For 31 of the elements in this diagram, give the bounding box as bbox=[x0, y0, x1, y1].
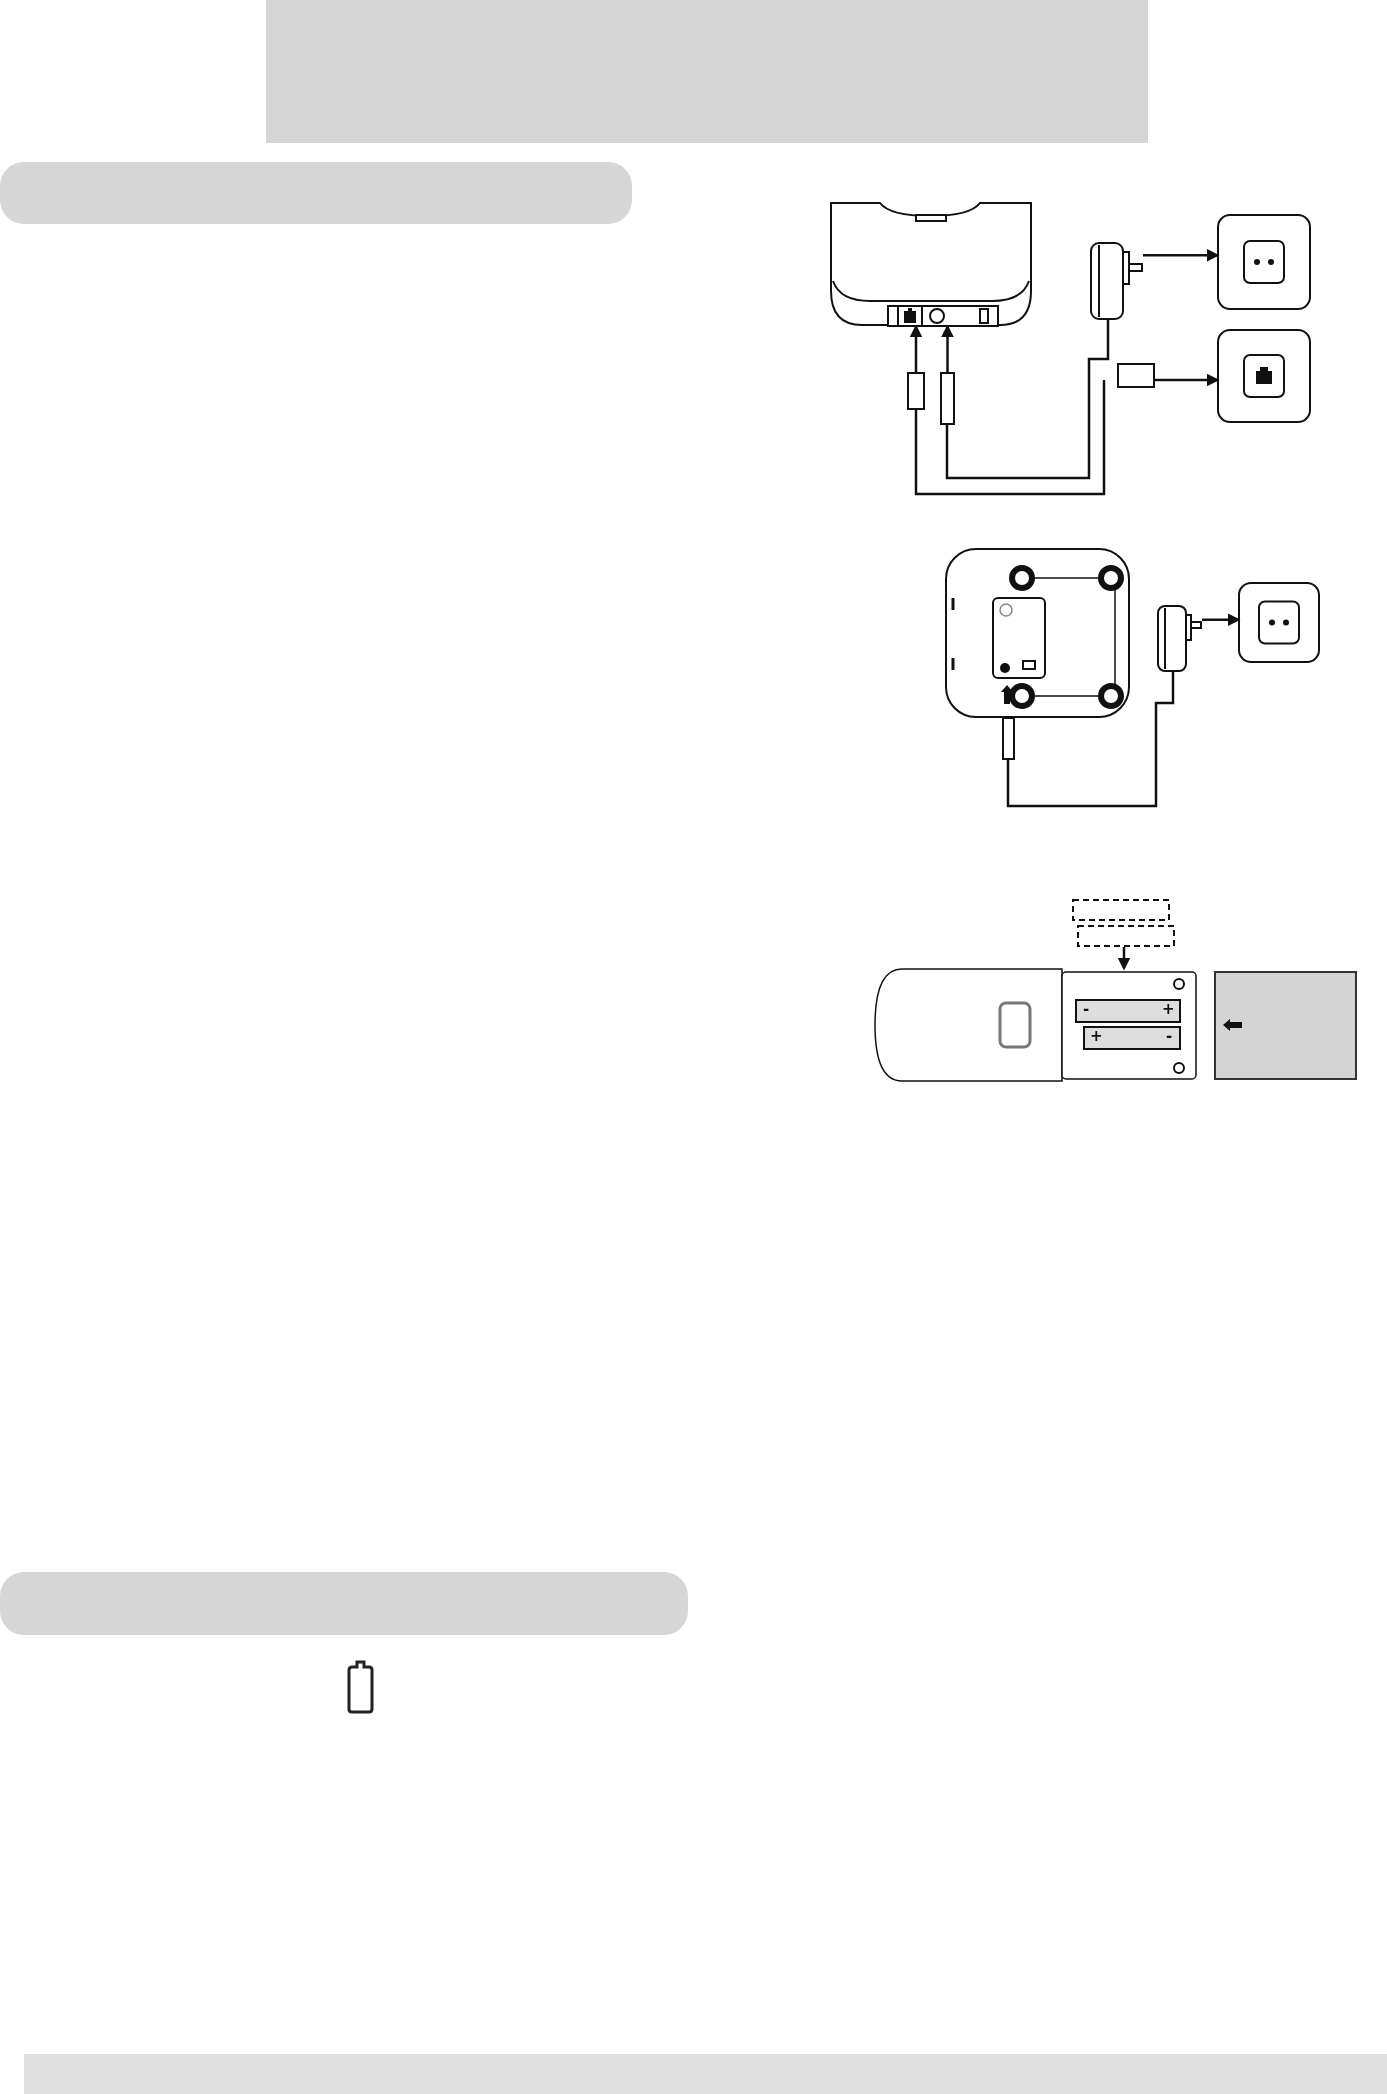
phone-socket-drawing bbox=[1217, 329, 1311, 423]
polarity-sign: - bbox=[1083, 1002, 1090, 1017]
arrow bbox=[909, 324, 923, 372]
polarity-sign: + bbox=[1162, 1002, 1175, 1017]
arrow bbox=[1117, 947, 1131, 971]
power-adapter-drawing bbox=[1090, 242, 1143, 320]
charger-base-drawing bbox=[945, 548, 1130, 718]
base-station-drawing bbox=[830, 201, 1032, 327]
battery-cover-drawing bbox=[1214, 971, 1357, 1080]
section-header-bar bbox=[0, 162, 632, 224]
battery-drawing bbox=[1072, 899, 1176, 947]
title-bar bbox=[266, 0, 1148, 143]
footer-bar bbox=[24, 2054, 1387, 2094]
cable-line bbox=[1006, 672, 1175, 808]
power-plug bbox=[940, 372, 955, 425]
arrow bbox=[1155, 373, 1220, 387]
power-plug bbox=[1002, 717, 1015, 760]
polarity-sign: - bbox=[1166, 1029, 1173, 1044]
section-header-bar bbox=[0, 1572, 688, 1635]
phone-plug bbox=[907, 372, 925, 410]
polarity-sign: + bbox=[1090, 1029, 1103, 1044]
cable-line bbox=[945, 320, 1110, 480]
cable-line bbox=[914, 378, 1106, 496]
power-outlet-drawing bbox=[1238, 582, 1320, 663]
power-adapter-drawing bbox=[1157, 605, 1202, 672]
power-outlet-drawing bbox=[1217, 214, 1311, 310]
handset-drawing bbox=[874, 968, 1198, 1082]
arrow bbox=[1202, 613, 1241, 626]
arrow bbox=[1143, 249, 1220, 262]
arrow bbox=[941, 324, 954, 372]
phone-plug bbox=[1117, 363, 1155, 388]
